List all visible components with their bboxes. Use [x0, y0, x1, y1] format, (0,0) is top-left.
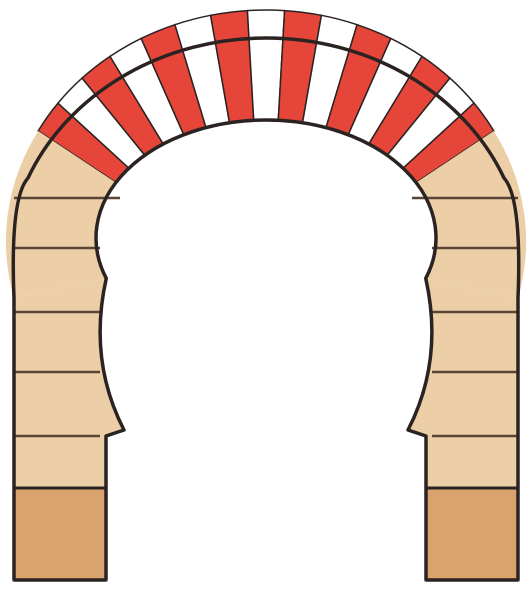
voussoir-band — [38, 10, 494, 183]
plinth-left — [14, 488, 106, 580]
pier-plinths — [14, 488, 518, 580]
plinth-right — [426, 488, 518, 580]
arch-piers — [6, 131, 526, 488]
intrados-outline — [96, 120, 436, 580]
